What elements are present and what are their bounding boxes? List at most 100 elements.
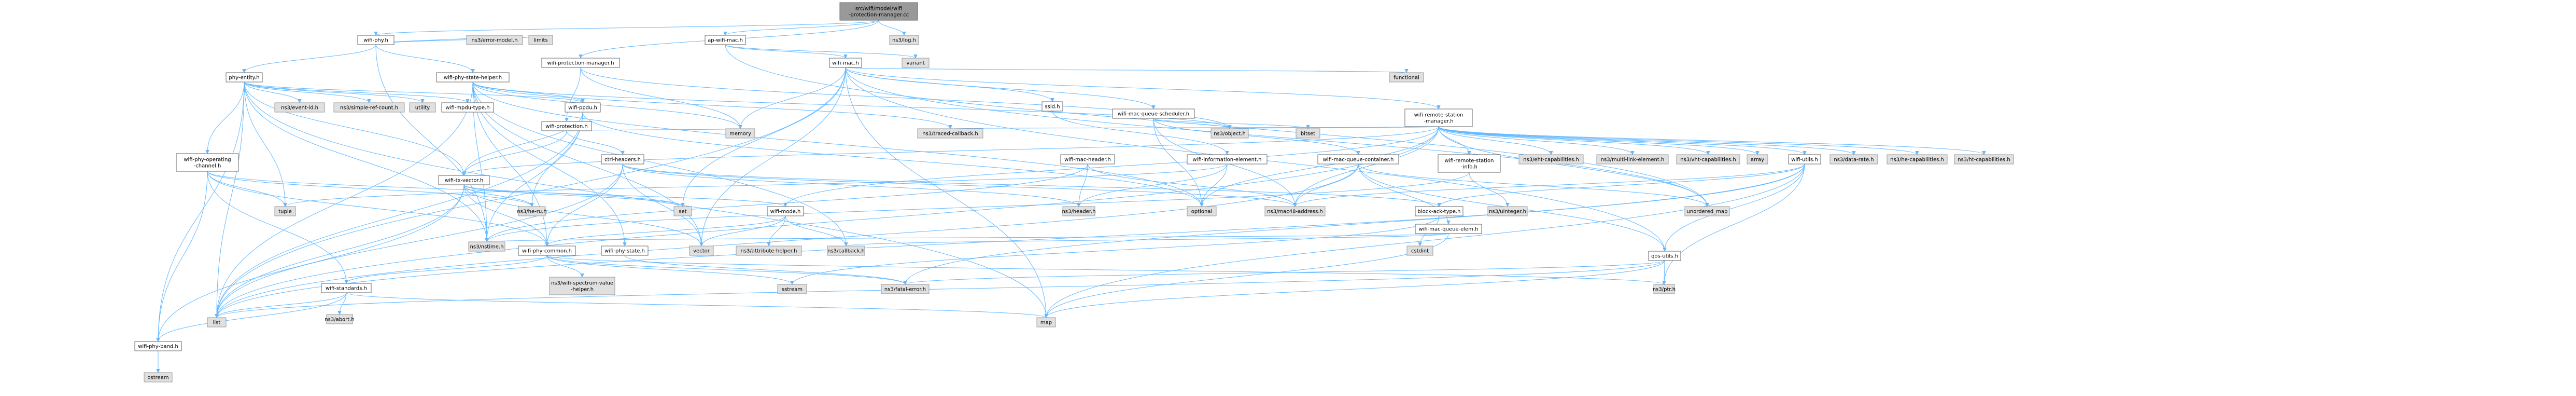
node-box [549,277,615,295]
node-label: unordered_map [1687,209,1728,215]
node-fatal-error[interactable]: ns3/fatal-error.h [881,284,930,294]
node-ostream[interactable]: ostream [144,372,173,383]
node-wifi-protection-manager[interactable]: wifi-protection-manager.h [541,58,620,68]
edge-wifi-mac-header-to-header [1079,163,1088,207]
node-ssid[interactable]: ssid.h [1041,101,1063,112]
node-variant[interactable]: variant [902,58,930,68]
node-wifi-remote-station-manager[interactable]: wifi-remote-station-manager.h [1404,108,1473,127]
node-wifi-phy-common[interactable]: wifi-phy-common.h [518,245,576,256]
node-log[interactable]: ns3/log.h [889,35,919,45]
node-box [1596,154,1669,165]
node-label: ns3/callback.h [827,249,865,254]
node-vht-capabilities[interactable]: ns3/vht-capabilities.h [1676,154,1740,165]
node-phy-entity[interactable]: phy-entity.h [226,72,263,83]
node-cstdint[interactable]: cstdint [1406,245,1433,256]
node-wifi-protection[interactable]: wifi-protection.h [541,121,592,131]
edge-wifi-mac-queue-scheduler-to-optional [1153,118,1202,207]
edge-qos-utils-to-fatal-error [905,260,1665,285]
edge-wifi-standards-to-wifi-phy-band [158,292,347,342]
node-sstream[interactable]: sstream [777,284,807,294]
node-wifi-phy[interactable]: wifi-phy.h [357,35,395,45]
node-box [1296,128,1320,139]
node-wifi-ppdu[interactable]: wifi-ppdu.h [565,102,601,113]
node-root[interactable]: src/wifi/model/wifi-protection-manager.c… [839,2,918,21]
node-unordered_map[interactable]: unordered_map [1684,206,1730,216]
edge-ctrl-headers-to-header [622,163,1079,207]
node-object[interactable]: ns3/object.h [1210,128,1249,139]
node-label: ostream [147,375,168,381]
node-event-id[interactable]: ns3/event-id.h [274,102,325,113]
node-block-ack-type[interactable]: block-ack-type.h [1415,206,1463,216]
node-wifi-mac-queue-elem[interactable]: wifi-mac-queue-elem.h [1415,224,1482,234]
node-mac48-address[interactable]: ns3/mac48-address.h [1264,206,1326,216]
node-bitset[interactable]: bitset [1296,128,1320,139]
node-wifi-spectrum-value-helper[interactable]: ns3/wifi-spectrum-value-helper.h [549,277,615,295]
edge-wifi-protection-to-memory [566,129,740,131]
node-error-model[interactable]: ns3/error-model.h [466,35,523,45]
node-header[interactable]: ns3/header.h [1062,206,1096,216]
node-wifi-information-element[interactable]: wifi-information-element.h [1187,154,1268,165]
node-uinteger[interactable]: ns3/uinteger.h [1487,206,1528,216]
node-data-rate[interactable]: ns3/data-rate.h [1829,154,1878,165]
node-nstime[interactable]: ns3/nstime.h [468,241,505,252]
edge-wifi-utils-to-fatal-error [905,163,1805,284]
node-label: ns3/ptr.h [1653,287,1676,293]
node-multi-link-element[interactable]: ns3/multi-link-element.h [1596,154,1669,165]
node-optional[interactable]: optional [1187,206,1217,216]
node-array[interactable]: array [1747,154,1768,165]
node-map[interactable]: map [1036,317,1056,327]
node-eht-capabilities[interactable]: ns3/eht-capabilities.h [1518,154,1584,165]
node-wifi-phy-band[interactable]: wifi-phy-band.h [134,341,182,351]
edge-wifi-information-element-to-optional [1202,163,1228,207]
node-list[interactable]: list [207,317,227,327]
node-wifi-utils[interactable]: wifi-utils.h [1788,154,1821,165]
node-attribute-helper[interactable]: ns3/attribute-helper.h [736,245,802,256]
node-ptr[interactable]: ns3/ptr.h [1653,284,1676,294]
node-ctrl-headers[interactable]: ctrl-headers.h [601,154,644,165]
node-wifi-mac-queue-scheduler[interactable]: wifi-mac-queue-scheduler.h [1112,108,1195,119]
node-wifi-mode[interactable]: wifi-mode.h [767,206,804,216]
edge-wifi-remote-station-manager-to-array [1438,126,1757,155]
node-simple-ref-count[interactable]: ns3/simple-ref-count.h [333,102,405,113]
node-wifi-mac-header[interactable]: wifi-mac-header.h [1060,154,1115,165]
node-set[interactable]: set [673,206,692,216]
node-wifi-remote-station-info[interactable]: wifi-remote-station-info.h [1438,154,1501,173]
node-qos-utils[interactable]: qos-utils.h [1648,251,1681,261]
node-abort[interactable]: ns3/abort.h [325,314,355,324]
node-label: array [1751,157,1764,163]
node-layer: src/wifi/model/wifi-protection-manager.c… [134,2,2014,383]
edge-wifi-remote-station-manager-to-ht-capabilities [1438,126,1984,155]
node-wifi-standards[interactable]: wifi-standards.h [321,283,372,293]
node-functional[interactable]: functional [1389,72,1424,83]
node-wifi-phy-state-helper[interactable]: wifi-phy-state-helper.h [436,72,510,83]
edge-wifi-remote-station-manager-to-wifi-tx-vector [464,126,1439,176]
node-ht-capabilities[interactable]: ns3/ht-capabilities.h [1954,154,2014,165]
edge-wifi-phy-to-wifi-phy-state-helper [375,44,473,73]
edge-wifi-tx-vector-to-wifi-phy-band [158,184,464,342]
node-he-ru[interactable]: ns3/he-ru.h [517,206,547,216]
node-wifi-phy-operating-channel[interactable]: wifi-phy-operating-channel.h [176,153,239,172]
edge-wifi-mac-to-set [683,67,846,207]
edge-wifi-utils-to-list [217,163,1805,318]
node-tuple[interactable]: tuple [274,206,296,216]
edge-ctrl-headers-to-wifi-phy-common [547,163,623,246]
node-label: wifi-mode.h [770,209,801,215]
edge-wifi-remote-station-manager-to-list [217,126,1439,318]
node-ap-wifi-mac[interactable]: ap-wifi-mac.h [705,35,746,45]
node-he-capabilities[interactable]: ns3/he-capabilities.h [1887,154,1948,165]
node-traced-callback[interactable]: ns3/traced-callback.h [917,128,983,139]
edge-wifi-remote-station-manager-to-optional [1202,126,1439,207]
node-wifi-mac-queue-container[interactable]: wifi-mac-queue-container.h [1317,154,1399,165]
node-callback[interactable]: ns3/callback.h [827,245,865,256]
node-wifi-mac[interactable]: wifi-mac.h [829,58,862,68]
node-limits[interactable]: limits [528,35,553,45]
node-wifi-tx-vector[interactable]: wifi-tx-vector.h [438,175,490,185]
node-wifi-mpdu-type[interactable]: wifi-mpdu-type.h [441,102,494,113]
node-wifi-phy-state[interactable]: wifi-phy-state.h [601,245,649,256]
node-box [673,206,692,216]
edge-wifi-phy-operating-channel-to-wifi-standards [207,171,346,283]
edge-wifi-phy-common-to-wifi-standards [346,255,547,284]
node-vector[interactable]: vector [689,245,714,256]
node-utility[interactable]: utility [409,102,436,113]
node-memory[interactable]: memory [725,128,755,139]
